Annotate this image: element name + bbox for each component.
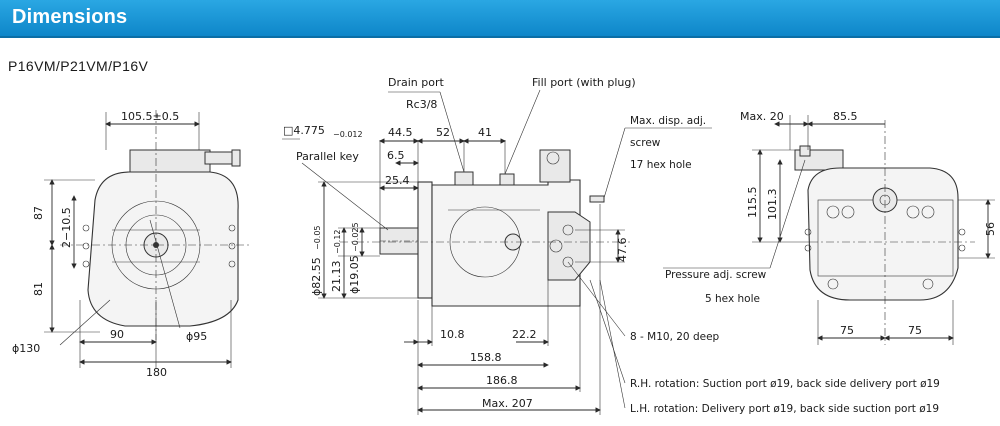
rear-view <box>663 115 995 345</box>
pressure-hex-label: 5 hex hole <box>705 293 760 305</box>
dimension-labels: 105.5±0.5 87 2−10.5 81 90 ϕ95 ϕ130 180 □… <box>12 76 997 415</box>
dim-158-8: 158.8 <box>470 351 502 364</box>
dim-2-10-5: 2−10.5 <box>60 207 73 248</box>
dim-phi-95: ϕ95 <box>186 330 207 343</box>
dim-75-right: 75 <box>908 324 922 337</box>
dim-90: 90 <box>110 328 124 341</box>
dim-115-5: 115.5 <box>746 187 759 219</box>
rh-rotation-note: R.H. rotation: Suction port ø19, back si… <box>630 378 940 390</box>
max-disp-adj-label: Max. disp. adj. <box>630 115 706 127</box>
dim-56: 56 <box>984 222 997 236</box>
rc3-8-label: Rc3/8 <box>406 98 437 111</box>
m10-label: 8 - M10, 20 deep <box>630 331 720 343</box>
dim-101-3: 101.3 <box>766 189 779 221</box>
dim-87: 87 <box>32 206 45 220</box>
dim-52: 52 <box>436 126 450 139</box>
dim-phi-82-55-tol: −0.05 <box>313 225 322 250</box>
dim-41: 41 <box>478 126 492 139</box>
dim-6-5: 6.5 <box>387 149 405 162</box>
dim-max-207: Max. 207 <box>482 397 533 410</box>
section-header: Dimensions <box>0 0 1000 38</box>
parallel-key-label: Parallel key <box>296 150 359 163</box>
dim-21-13: 21.13 <box>330 261 343 293</box>
side-view <box>282 89 712 415</box>
dim-21-13-tol: −0.12 <box>333 229 342 254</box>
dim-85-5: 85.5 <box>833 110 858 123</box>
dim-81: 81 <box>32 282 45 296</box>
max-disp-hex-label: 17 hex hole <box>630 159 692 171</box>
dim-75-left: 75 <box>840 324 854 337</box>
key-square: □4.775 <box>283 124 325 137</box>
dim-phi-130: ϕ130 <box>12 342 40 355</box>
lh-rotation-note: L.H. rotation: Delivery port ø19, back s… <box>630 403 939 415</box>
drain-port-label: Drain port <box>388 76 444 89</box>
front-view <box>44 110 250 368</box>
model-name: P16VM/P21VM/P16V <box>8 58 149 74</box>
dim-186-8: 186.8 <box>486 374 518 387</box>
dim-phi-19-05-tol: −0.025 <box>351 222 360 252</box>
dim-25-4: 25.4 <box>385 174 410 187</box>
dim-105-5: 105.5±0.5 <box>121 110 179 123</box>
dim-47-6: 47.6 <box>616 238 629 263</box>
pressure-adj-label: Pressure adj. screw <box>665 269 767 281</box>
dim-44-5: 44.5 <box>388 126 413 139</box>
dim-10-8: 10.8 <box>440 328 465 341</box>
max-disp-screw-label: screw <box>630 137 661 149</box>
dim-22-2: 22.2 <box>512 328 537 341</box>
fill-port-label: Fill port (with plug) <box>532 76 636 89</box>
dim-180: 180 <box>146 366 167 379</box>
key-tolerance: −0.012 <box>333 130 363 139</box>
dim-max-20: Max. 20 <box>740 110 784 123</box>
dim-phi-19-05: ϕ19.05 <box>348 255 361 294</box>
dim-phi-82-55: ϕ82.55 <box>310 257 323 296</box>
section-title: Dimensions <box>12 6 128 28</box>
